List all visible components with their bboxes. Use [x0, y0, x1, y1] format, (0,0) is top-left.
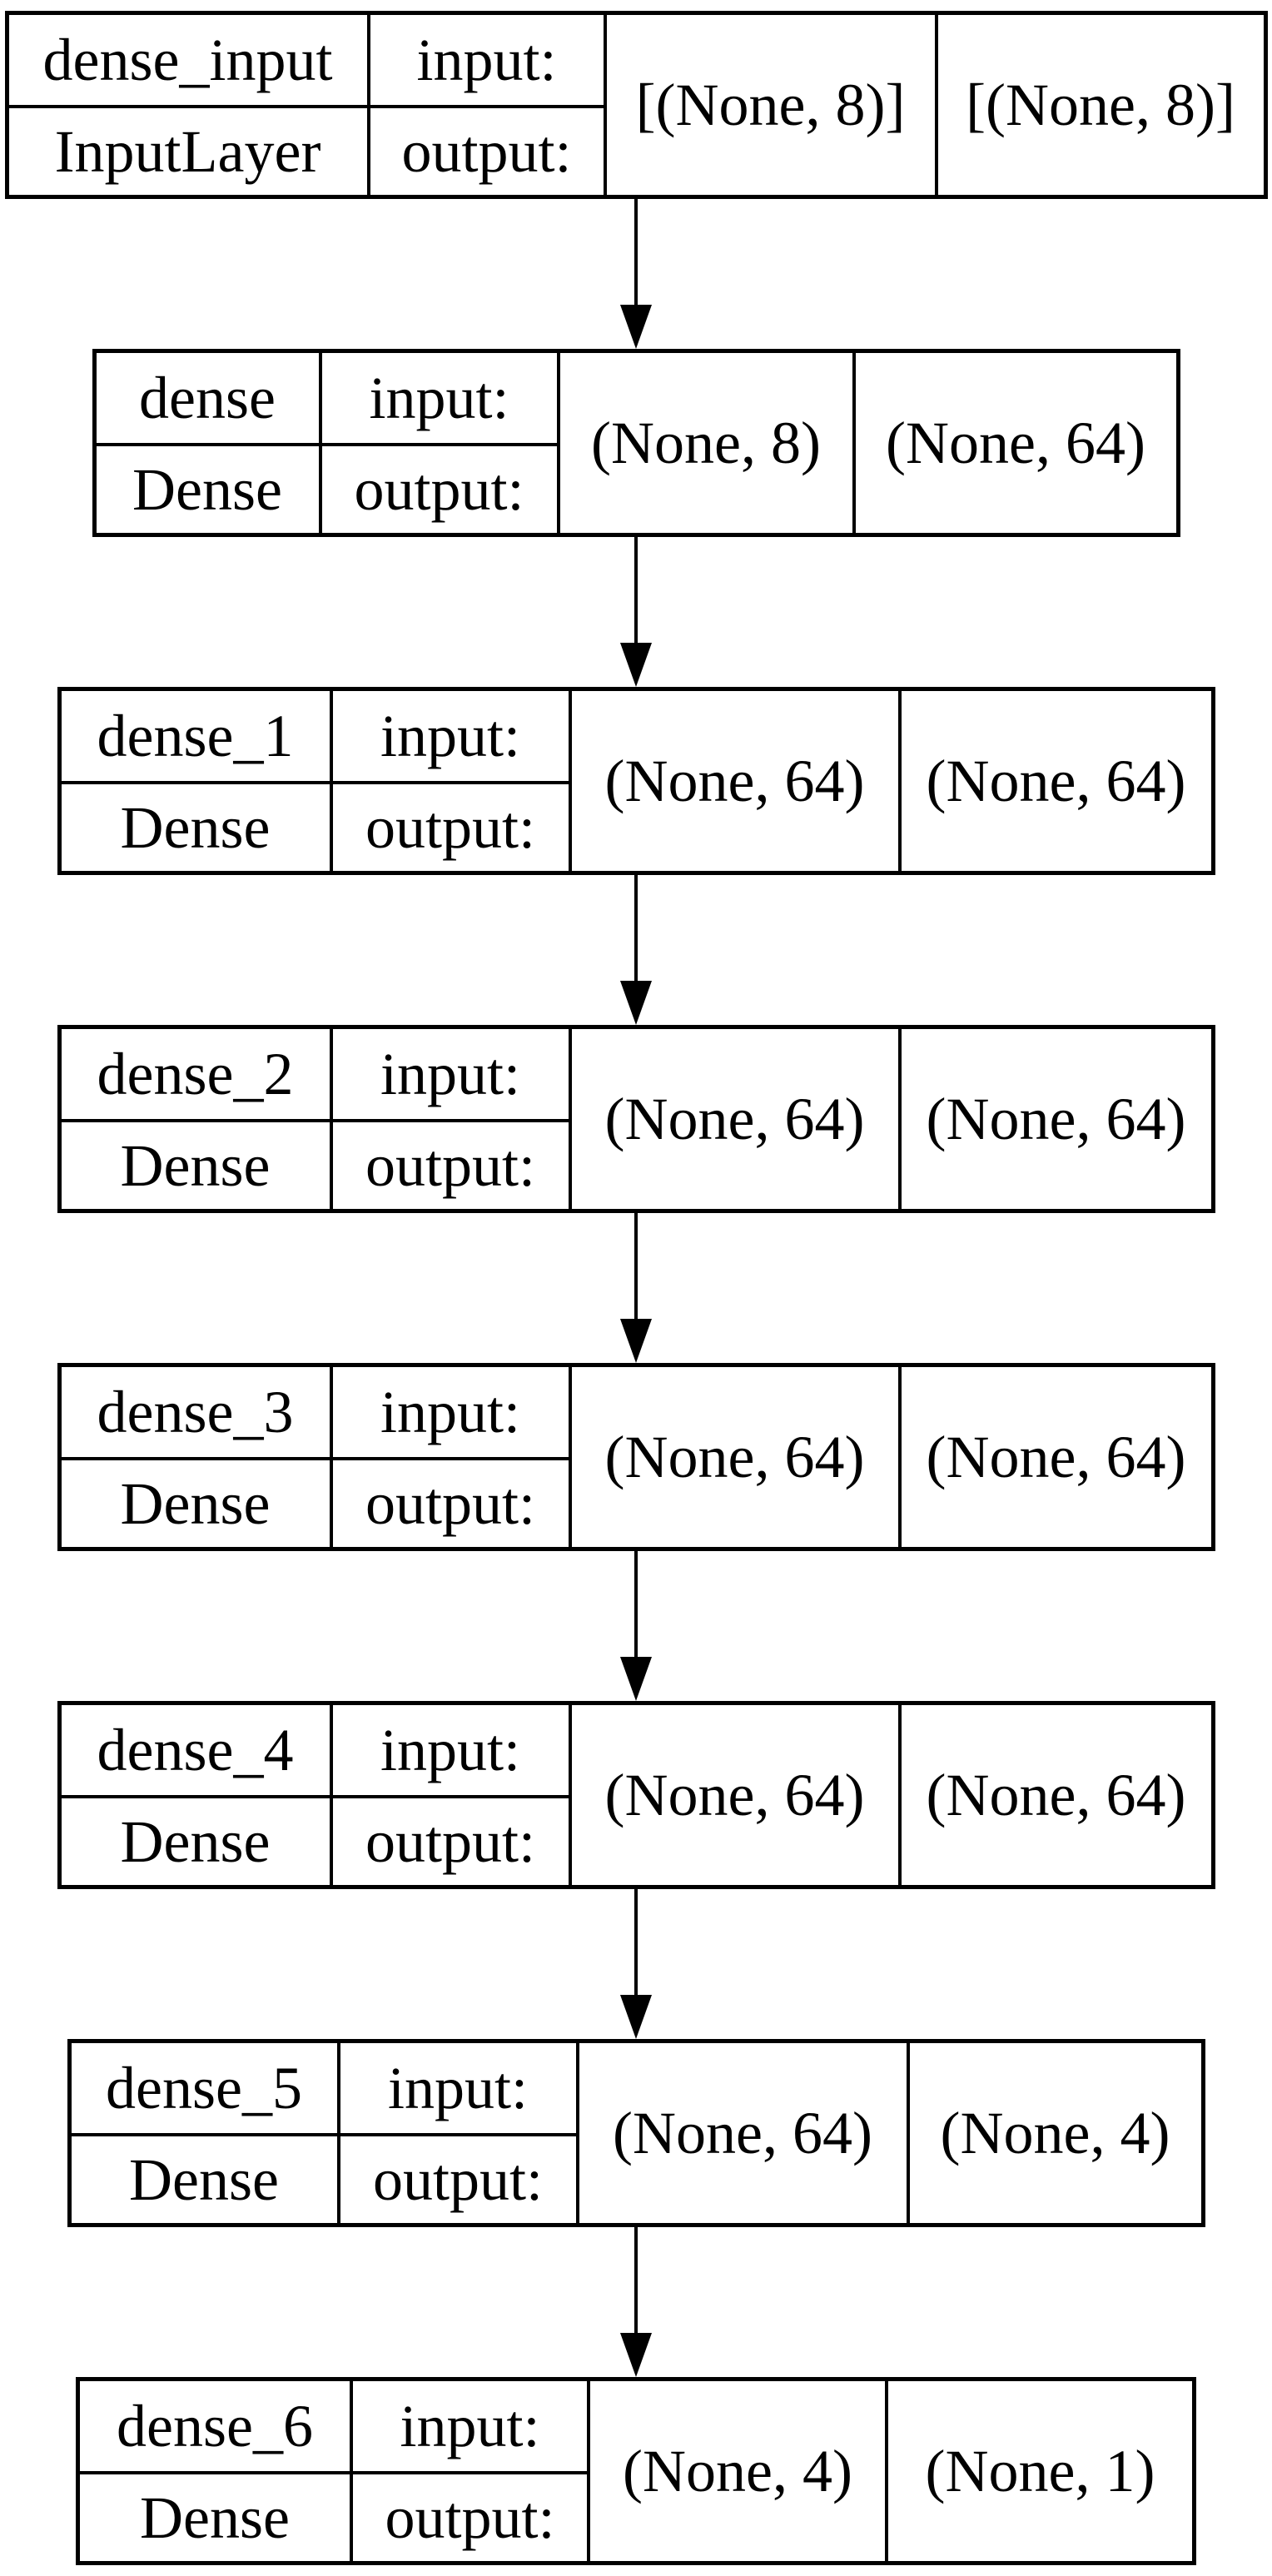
arrowhead-icon: [620, 1995, 652, 2039]
input-shape: (None, 8): [556, 353, 852, 533]
down-arrow: [620, 1889, 652, 2039]
layer-node-dense-input: dense_input input: [(None, 8)] [(None, 8…: [4, 11, 1268, 199]
input-shape: (None, 64): [568, 1029, 898, 1209]
arrowhead-icon: [620, 1657, 652, 1701]
layer-name: dense_6: [80, 2381, 350, 2471]
layer-name: dense_4: [61, 1705, 330, 1795]
output-label: output:: [318, 443, 557, 533]
layer-node-dense-1: dense_1 input: (None, 64) (None, 64) Den…: [57, 687, 1215, 875]
down-arrow: [620, 875, 652, 1025]
input-shape: (None, 64): [575, 2043, 907, 2223]
output-shape: [(None, 8)]: [934, 15, 1264, 195]
arrowhead-icon: [620, 643, 652, 687]
input-shape: (None, 64): [568, 691, 898, 871]
output-label: output:: [366, 105, 604, 195]
layer-name: dense_input: [8, 15, 367, 105]
output-label: output:: [329, 1119, 569, 1209]
input-label: input:: [329, 1367, 569, 1457]
layer-name: dense: [96, 353, 319, 443]
output-label: output:: [336, 2133, 576, 2223]
output-shape: (None, 64): [897, 1705, 1211, 1885]
arrowhead-icon: [620, 305, 652, 349]
layer-type: Dense: [71, 2133, 337, 2223]
arrowhead-icon: [620, 981, 652, 1025]
layer-type: InputLayer: [8, 105, 367, 195]
layer-type: Dense: [61, 1457, 330, 1547]
layer-node-dense-4: dense_4 input: (None, 64) (None, 64) Den…: [57, 1701, 1215, 1889]
output-label: output:: [329, 781, 569, 871]
layer-node-dense-3: dense_3 input: (None, 64) (None, 64) Den…: [57, 1363, 1215, 1551]
output-shape: (None, 64): [897, 1367, 1211, 1547]
arrowhead-icon: [620, 1319, 652, 1363]
output-label: output:: [350, 2471, 587, 2561]
input-label: input:: [336, 2043, 576, 2133]
layer-name: dense_1: [61, 691, 330, 781]
layer-type: Dense: [80, 2471, 350, 2561]
input-label: input:: [350, 2381, 587, 2471]
down-arrow: [620, 199, 652, 349]
output-shape: (None, 64): [852, 353, 1176, 533]
down-arrow: [620, 1551, 652, 1701]
layer-node-dense-6: dense_6 input: (None, 4) (None, 1) Dense…: [76, 2377, 1196, 2565]
input-label: input:: [329, 1029, 569, 1119]
arrowhead-icon: [620, 2333, 652, 2377]
input-shape: (None, 64): [568, 1367, 898, 1547]
input-label: input:: [366, 15, 604, 105]
input-shape: (None, 4): [587, 2381, 885, 2561]
output-shape: (None, 64): [897, 691, 1211, 871]
layer-type: Dense: [61, 1119, 330, 1209]
layer-type: Dense: [61, 781, 330, 871]
output-shape: (None, 1): [885, 2381, 1192, 2561]
input-shape: (None, 64): [568, 1705, 898, 1885]
input-label: input:: [318, 353, 557, 443]
down-arrow: [620, 1213, 652, 1363]
layer-name: dense_5: [71, 2043, 337, 2133]
output-shape: (None, 4): [906, 2043, 1201, 2223]
input-label: input:: [329, 691, 569, 781]
layer-type: Dense: [96, 443, 319, 533]
down-arrow: [620, 2227, 652, 2377]
output-shape: (None, 64): [897, 1029, 1211, 1209]
output-label: output:: [329, 1795, 569, 1885]
layer-name: dense_3: [61, 1367, 330, 1457]
layer-node-dense: dense input: (None, 8) (None, 64) Dense …: [92, 349, 1180, 537]
layer-type: Dense: [61, 1795, 330, 1885]
input-shape: [(None, 8)]: [603, 15, 935, 195]
input-label: input:: [329, 1705, 569, 1795]
layer-name: dense_2: [61, 1029, 330, 1119]
layer-node-dense-5: dense_5 input: (None, 64) (None, 4) Dens…: [67, 2039, 1205, 2227]
down-arrow: [620, 537, 652, 687]
output-label: output:: [329, 1457, 569, 1547]
layer-node-dense-2: dense_2 input: (None, 64) (None, 64) Den…: [57, 1025, 1215, 1213]
